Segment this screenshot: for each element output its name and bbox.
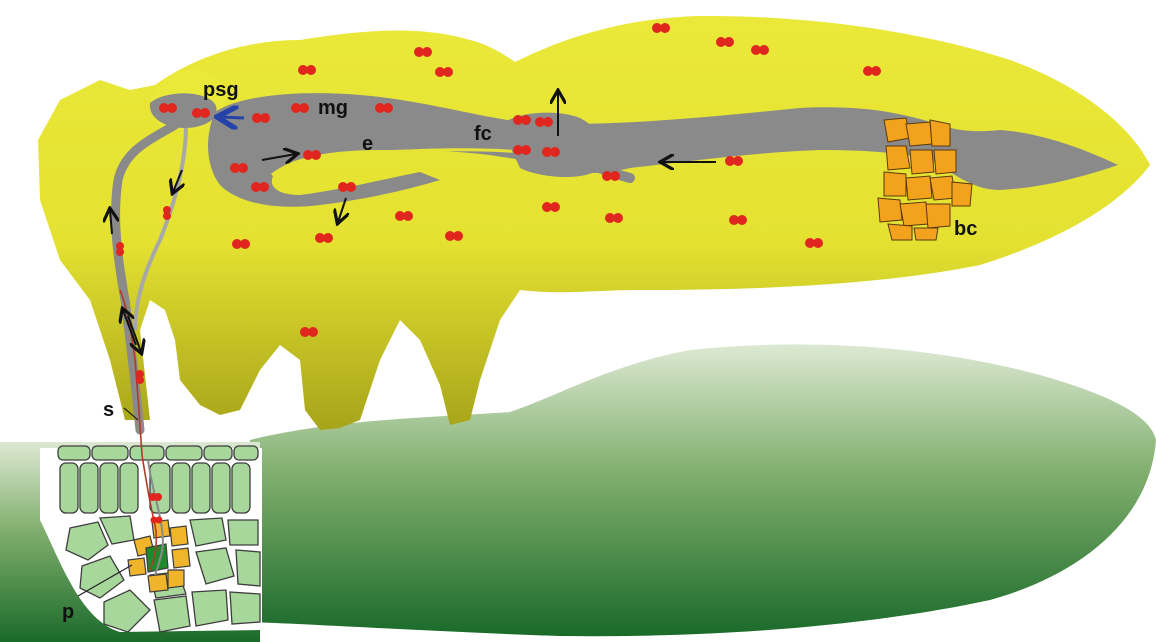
bacteriocyte-cell [934,150,956,174]
palisade-cell [192,463,210,513]
bacteriocyte-cell [888,224,912,240]
leaf-blade [250,344,1156,636]
epidermis-cell [58,446,90,460]
epidermis-cell [166,446,202,460]
bacteriocyte-cell [910,150,934,174]
mesophyll-cell [230,592,260,624]
mesophyll-cell [236,550,260,586]
palisade-cell [80,463,98,513]
epidermis-cell [92,446,128,460]
mesophyll-cell [154,596,190,632]
leaf [0,344,1156,642]
phloem-companion-cell [128,558,146,576]
bacteriocyte-cell [952,182,972,206]
palisade-cell [60,463,78,513]
mesophyll-cell [192,590,228,626]
label-psg: psg [203,79,239,101]
label-mg: mg [318,97,348,119]
epidermis-cell [204,446,232,460]
label-s: s [103,399,114,421]
phloem-companion-cell [172,548,190,568]
label-p: p [62,601,74,623]
bacteriocyte-cell [906,176,932,200]
bacteriocyte-cell [900,202,928,226]
bacteriocyte-cell [886,146,910,170]
palisade-cells [60,463,250,513]
bacteriocyte-cell [926,204,950,228]
palisade-cell [100,463,118,513]
phloem-companion-cell [148,574,168,592]
phloem-companion-cell [170,526,188,546]
bacteriocyte-cell [914,228,938,240]
palisade-cell [232,463,250,513]
label-bc: bc [954,218,977,240]
bacteriocyte-cell [906,122,932,146]
bacteriocyte-cell [930,120,950,146]
label-e: e [362,133,373,155]
palisade-cell [172,463,190,513]
arrow-icon [220,117,244,118]
bacteriocyte-cell [884,118,910,142]
label-fc: fc [474,123,492,145]
bacteria-pair [149,493,162,501]
epidermis-cell [234,446,258,460]
epidermis-cells [58,446,258,460]
bacteriocyte-cell [878,198,902,222]
palisade-cell [212,463,230,513]
bacteriocyte-cell [884,172,906,196]
mesophyll-cell [228,520,258,545]
phloem-companion-cell [168,570,184,588]
palisade-cell [120,463,138,513]
epidermis-cell [130,446,164,460]
